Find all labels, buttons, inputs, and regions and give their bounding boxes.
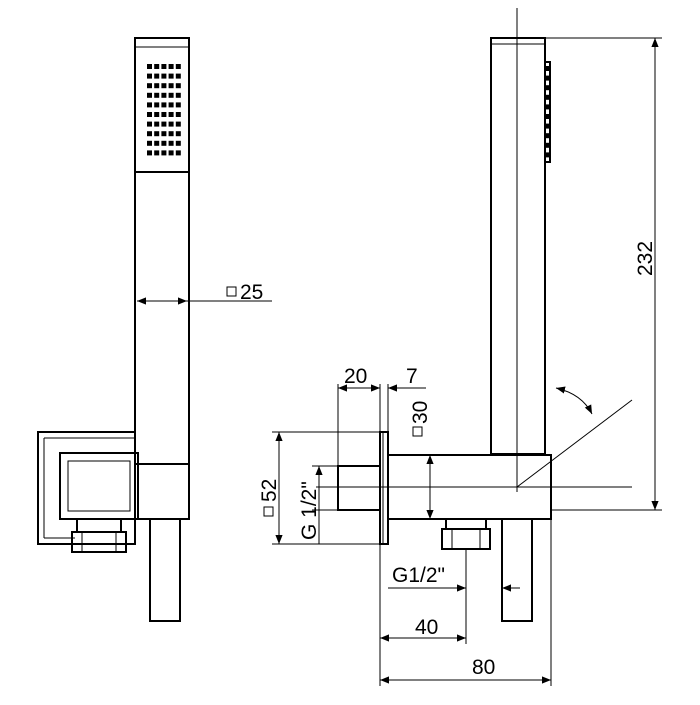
nozzle-dot bbox=[168, 83, 174, 89]
side-handle-body bbox=[490, 37, 546, 455]
side-nozzle-tick bbox=[546, 66, 550, 71]
nozzle-dot bbox=[161, 73, 167, 79]
side-nozzle-tick bbox=[546, 123, 550, 129]
nozzle-dot bbox=[175, 73, 181, 79]
side-hose bbox=[501, 518, 533, 622]
side-nozzle-tick bbox=[546, 152, 550, 158]
dim-outlet-thread-label: G1/2" bbox=[392, 564, 445, 587]
nozzle-dot bbox=[175, 112, 181, 117]
side-nozzle-tick bbox=[546, 94, 550, 100]
side-nozzle-tick bbox=[546, 133, 550, 139]
handle-body bbox=[134, 37, 190, 465]
nozzle-dot bbox=[175, 83, 181, 89]
side-nozzle-tick bbox=[546, 75, 550, 81]
side-nozzle-ticks bbox=[546, 66, 550, 158]
nozzle-dot bbox=[154, 131, 160, 137]
nozzle-dot bbox=[161, 92, 167, 98]
nozzle-dot bbox=[175, 64, 181, 69]
side-outlet-nut bbox=[441, 528, 491, 550]
nozzle-dot bbox=[161, 112, 167, 117]
nozzle-dot bbox=[147, 150, 152, 156]
nozzle-dot bbox=[168, 102, 174, 108]
nozzle-dot bbox=[147, 83, 152, 89]
nozzle-dot bbox=[175, 102, 181, 108]
nozzle-dot bbox=[154, 102, 160, 108]
rotation-arrow-icon bbox=[555, 386, 593, 415]
nozzle-dot bbox=[154, 92, 160, 98]
outlet-nut-top bbox=[76, 518, 122, 533]
nozzle-dot bbox=[168, 150, 174, 156]
holder-body bbox=[134, 463, 190, 520]
side-view: 232 20 7 30 52 G 1/2" G1/2" 40 bbox=[258, 8, 662, 686]
nozzle-dot bbox=[161, 150, 167, 156]
nozzle-dot bbox=[168, 112, 174, 117]
nozzle-dot bbox=[168, 73, 174, 79]
side-tilt-axis bbox=[516, 399, 633, 488]
side-nozzle-tick bbox=[546, 142, 550, 148]
nozzle-dot bbox=[147, 73, 152, 79]
nozzle-dot bbox=[154, 73, 160, 79]
nozzle-dot bbox=[147, 92, 152, 98]
side-wall-plate bbox=[379, 431, 389, 545]
hose bbox=[149, 518, 181, 622]
front-view: 25 bbox=[37, 37, 272, 622]
dim-bracket-square-label: 52 bbox=[258, 479, 281, 502]
nozzle-dot bbox=[154, 64, 160, 69]
nozzle-dot bbox=[175, 121, 181, 127]
nozzle-dot bbox=[147, 140, 152, 146]
bracket-block-inner bbox=[67, 460, 131, 512]
side-nozzle-tick bbox=[546, 114, 550, 119]
nozzle-dot bbox=[175, 131, 181, 137]
nozzle-dot bbox=[154, 140, 160, 146]
nozzle-dot bbox=[161, 121, 167, 127]
side-nozzle-tick bbox=[546, 104, 550, 110]
outlet-nut bbox=[71, 531, 127, 553]
nozzle-dot bbox=[168, 92, 174, 98]
bracket-block bbox=[59, 452, 139, 520]
nozzle-dot bbox=[161, 102, 167, 108]
nozzle-dot bbox=[168, 121, 174, 127]
nozzle-dot bbox=[175, 92, 181, 98]
nozzle-dot bbox=[161, 64, 167, 69]
square-icon-52 bbox=[263, 506, 274, 517]
nozzle-dot bbox=[147, 102, 152, 108]
side-outlet-nut-top bbox=[445, 518, 487, 530]
nozzle-dot bbox=[154, 112, 160, 117]
side-inlet-thread bbox=[337, 465, 381, 511]
nozzle-dot bbox=[147, 112, 152, 117]
square-icon bbox=[226, 286, 237, 297]
dim-outlet-offset-label: 40 bbox=[415, 616, 438, 639]
nozzle-dot bbox=[147, 131, 152, 137]
nozzle-dot bbox=[161, 83, 167, 89]
dim-hose-square-label: 30 bbox=[409, 401, 432, 424]
nozzle-dot bbox=[168, 64, 174, 69]
nozzle-dot bbox=[161, 140, 167, 146]
nozzle-dot bbox=[175, 150, 181, 156]
nozzle-dot bbox=[161, 131, 167, 137]
nozzle-grid bbox=[147, 64, 181, 156]
nozzle-dot bbox=[175, 140, 181, 146]
nozzle-dot bbox=[154, 83, 160, 89]
dim-total-height-label: 232 bbox=[634, 241, 657, 276]
nozzle-dot bbox=[154, 150, 160, 156]
dim-overall-depth-label: 80 bbox=[472, 656, 495, 679]
nozzle-dot bbox=[168, 131, 174, 137]
dim-bracket-depth-label: 20 bbox=[344, 365, 367, 388]
side-nozzle-tick bbox=[546, 85, 550, 91]
side-handle-nozzle-strip bbox=[544, 61, 551, 163]
nozzle-dot bbox=[168, 140, 174, 146]
nozzle-dot bbox=[147, 121, 152, 127]
nozzle-dot bbox=[154, 121, 160, 127]
dim-plate-thickness-label: 7 bbox=[406, 365, 418, 388]
nozzle-dot bbox=[147, 64, 152, 69]
dim-handle-square-label: 25 bbox=[240, 281, 263, 304]
square-icon-30 bbox=[412, 426, 423, 437]
dim-inlet-thread-label: G 1/2" bbox=[298, 481, 321, 540]
